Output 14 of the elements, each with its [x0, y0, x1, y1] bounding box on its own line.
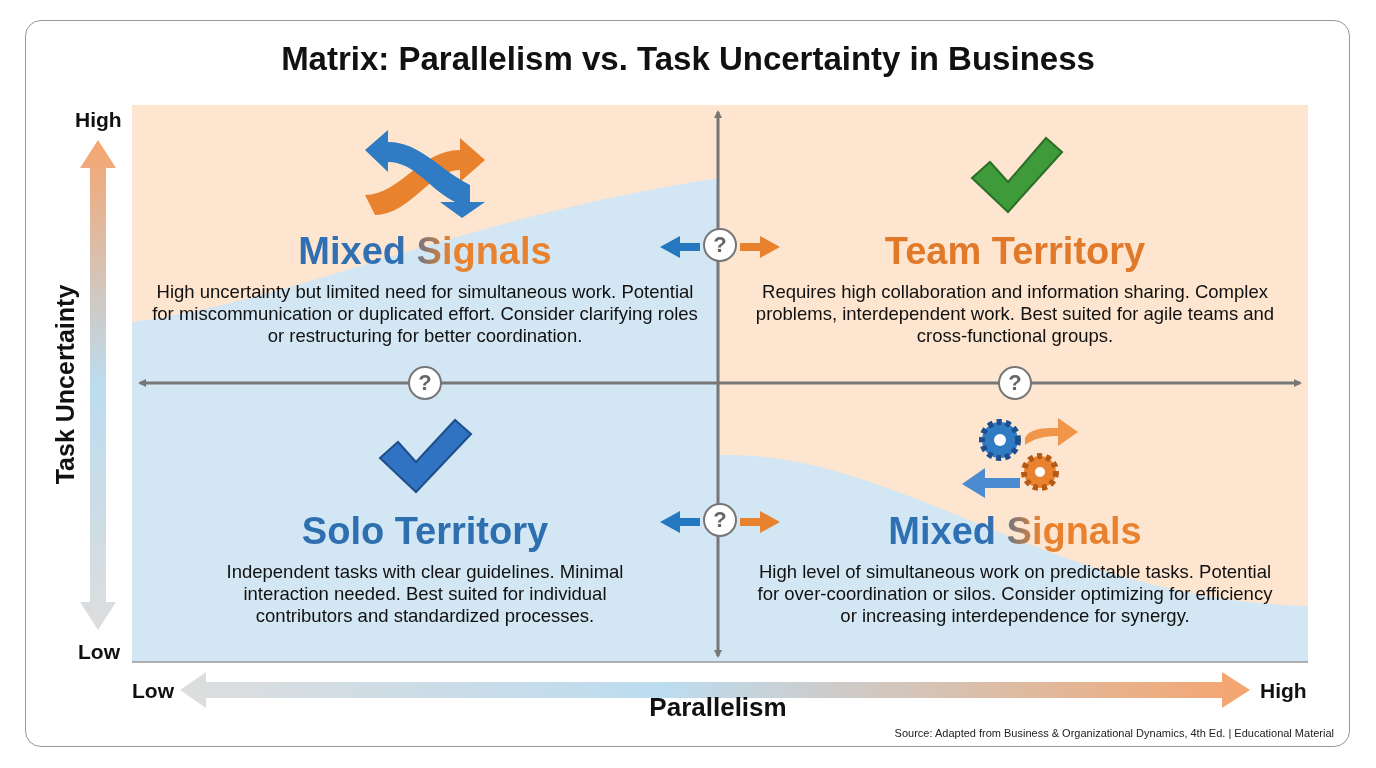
- axis-end-label: High: [1260, 679, 1307, 703]
- axis-end-label: Low: [132, 679, 174, 703]
- quadrant-description: Independent tasks with clear guidelines. Minimal interaction needed. Best suited for individual contributors and standardized processes.: [225, 561, 625, 627]
- axis-end-label: Low: [78, 640, 120, 664]
- title: Matrix: Parallelism vs. Task Uncertainty in Business: [280, 40, 1096, 78]
- quadrant-heading: Team Territory: [884, 230, 1146, 273]
- axis-title: Task Uncertainty: [50, 284, 80, 485]
- quadrant-description: High level of simultaneous work on predictable tasks. Potential for over-coordination or silos. Consider optimizing for efficiency or increasing interdependence for synergy.: [756, 561, 1274, 627]
- source-note: Source: Adapted from Business & Organizational Dynamics, 4th Ed. | Educational Material: [894, 727, 1334, 739]
- quadrant-description: High uncertainty but limited need for simultaneous work. Potential for miscommunication or duplicated effort. Consider clarifying roles or restructuring for better coordination.: [151, 281, 699, 347]
- axis-end-label: High: [75, 108, 122, 132]
- axis-title: Parallelism: [648, 692, 788, 723]
- quadrant-heading: Solo Territory: [301, 510, 549, 553]
- quadrant-description: Requires high collaboration and information sharing. Complex problems, interdependent work. Best suited for agile teams and cross-functional groups.: [754, 281, 1276, 347]
